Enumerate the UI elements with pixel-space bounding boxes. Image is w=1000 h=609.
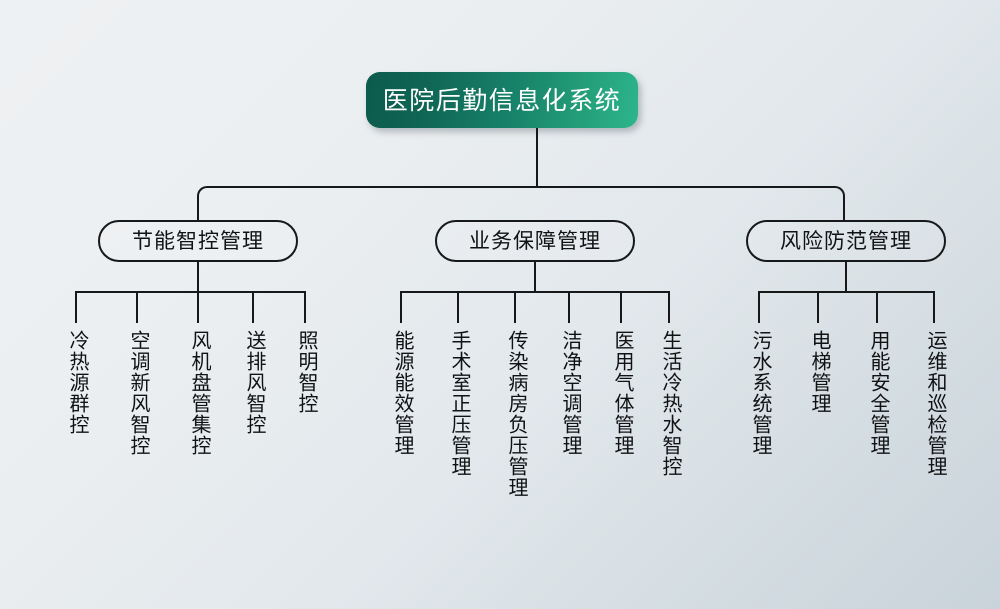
connector-branch-1-drop-1 xyxy=(457,291,459,323)
connector-branch-1-drop-2 xyxy=(514,291,516,323)
leaf-node-2-2[interactable]: 用能安全管理 xyxy=(867,330,891,456)
connector-root-stem xyxy=(536,128,538,188)
connector-branch-0-drop-3 xyxy=(252,291,254,323)
leaf-node-2-3[interactable]: 运维和巡检管理 xyxy=(924,330,948,477)
leaf-node-0-0[interactable]: 冷热源群控 xyxy=(66,330,90,435)
branch-node-1[interactable]: 业务保障管理 xyxy=(435,220,635,262)
connector-branch-2-drop-3 xyxy=(933,291,935,323)
leaf-node-0-1[interactable]: 空调新风智控 xyxy=(127,330,151,456)
connector-branch-0-drop-2 xyxy=(197,291,199,323)
connector-branch-1-drop-3 xyxy=(568,291,570,323)
connector-branch-1-bus xyxy=(400,291,670,293)
connector-branch-2-bus xyxy=(758,291,935,293)
connector-branch-2-drop-2 xyxy=(876,291,878,323)
root-node[interactable]: 医院后勤信息化系统 xyxy=(366,72,638,128)
leaf-node-1-5[interactable]: 生活冷热水智控 xyxy=(659,330,683,477)
leaf-node-2-0[interactable]: 污水系统管理 xyxy=(749,330,773,456)
connector-branch-0-drop-4 xyxy=(304,291,306,323)
leaf-node-1-3[interactable]: 洁净空调管理 xyxy=(559,330,583,456)
root-node-label: 医院后勤信息化系统 xyxy=(382,85,622,115)
leaf-node-2-1[interactable]: 电梯管理 xyxy=(808,330,832,414)
connector-branch-1-drop-4 xyxy=(620,291,622,323)
branch-node-0[interactable]: 节能智控管理 xyxy=(98,220,298,262)
leaf-node-1-4[interactable]: 医用气体管理 xyxy=(611,330,635,456)
leaf-node-0-2[interactable]: 风机盘管集控 xyxy=(188,330,212,456)
leaf-node-0-4[interactable]: 照明智控 xyxy=(295,330,319,414)
connector-branch-0-drop-0 xyxy=(75,291,77,323)
connector-top-bus-line xyxy=(235,186,807,188)
leaf-node-0-3[interactable]: 送排风智控 xyxy=(243,330,267,435)
connector-top-bus-left-elbow xyxy=(197,186,237,222)
connector-branch-0-stem xyxy=(197,262,199,292)
connector-branch-2-drop-1 xyxy=(817,291,819,323)
connector-branch-0-drop-1 xyxy=(136,291,138,323)
leaf-node-1-2[interactable]: 传染病房负压管理 xyxy=(505,330,529,498)
branch-node-0-label: 节能智控管理 xyxy=(132,228,264,253)
connector-branch-0-bus xyxy=(75,291,306,293)
branch-node-1-label: 业务保障管理 xyxy=(469,228,601,253)
connector-branch-1-drop-5 xyxy=(668,291,670,323)
leaf-node-1-1[interactable]: 手术室正压管理 xyxy=(448,330,472,477)
connector-branch-1-drop-0 xyxy=(400,291,402,323)
branch-node-2[interactable]: 风险防范管理 xyxy=(746,220,946,262)
connector-branch-1-stem xyxy=(534,262,536,292)
connector-branch-2-stem xyxy=(845,262,847,292)
connector-top-bus-right-elbow xyxy=(805,186,845,222)
leaf-node-1-0[interactable]: 能源能效管理 xyxy=(391,330,415,456)
connector-branch-2-drop-0 xyxy=(758,291,760,323)
branch-node-2-label: 风险防范管理 xyxy=(780,228,912,253)
